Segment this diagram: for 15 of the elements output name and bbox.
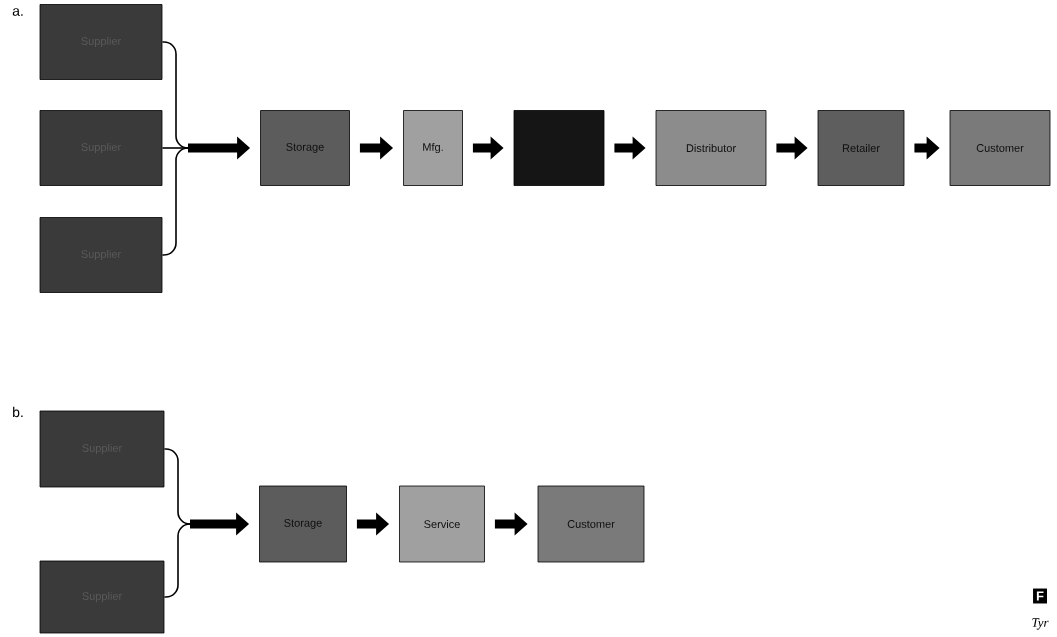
process-box: Storage [259,485,347,563]
panel-label: b. [13,406,23,418]
process-box: Service [399,485,485,563]
process-box: Mfg. [403,110,463,186]
process-box: Storage [260,110,350,186]
brace-arm [161,147,189,256]
process-box [513,110,605,186]
process-box: Customer [949,110,1051,186]
process-box: Retailer [817,110,905,186]
caption-text: Tyr [1032,618,1049,630]
panel-label: a. [12,8,23,16]
figure-tag: F [1033,588,1047,604]
brace-arm [163,523,191,598]
process-box: Distributor [655,110,767,186]
process-box: Customer [537,485,645,563]
